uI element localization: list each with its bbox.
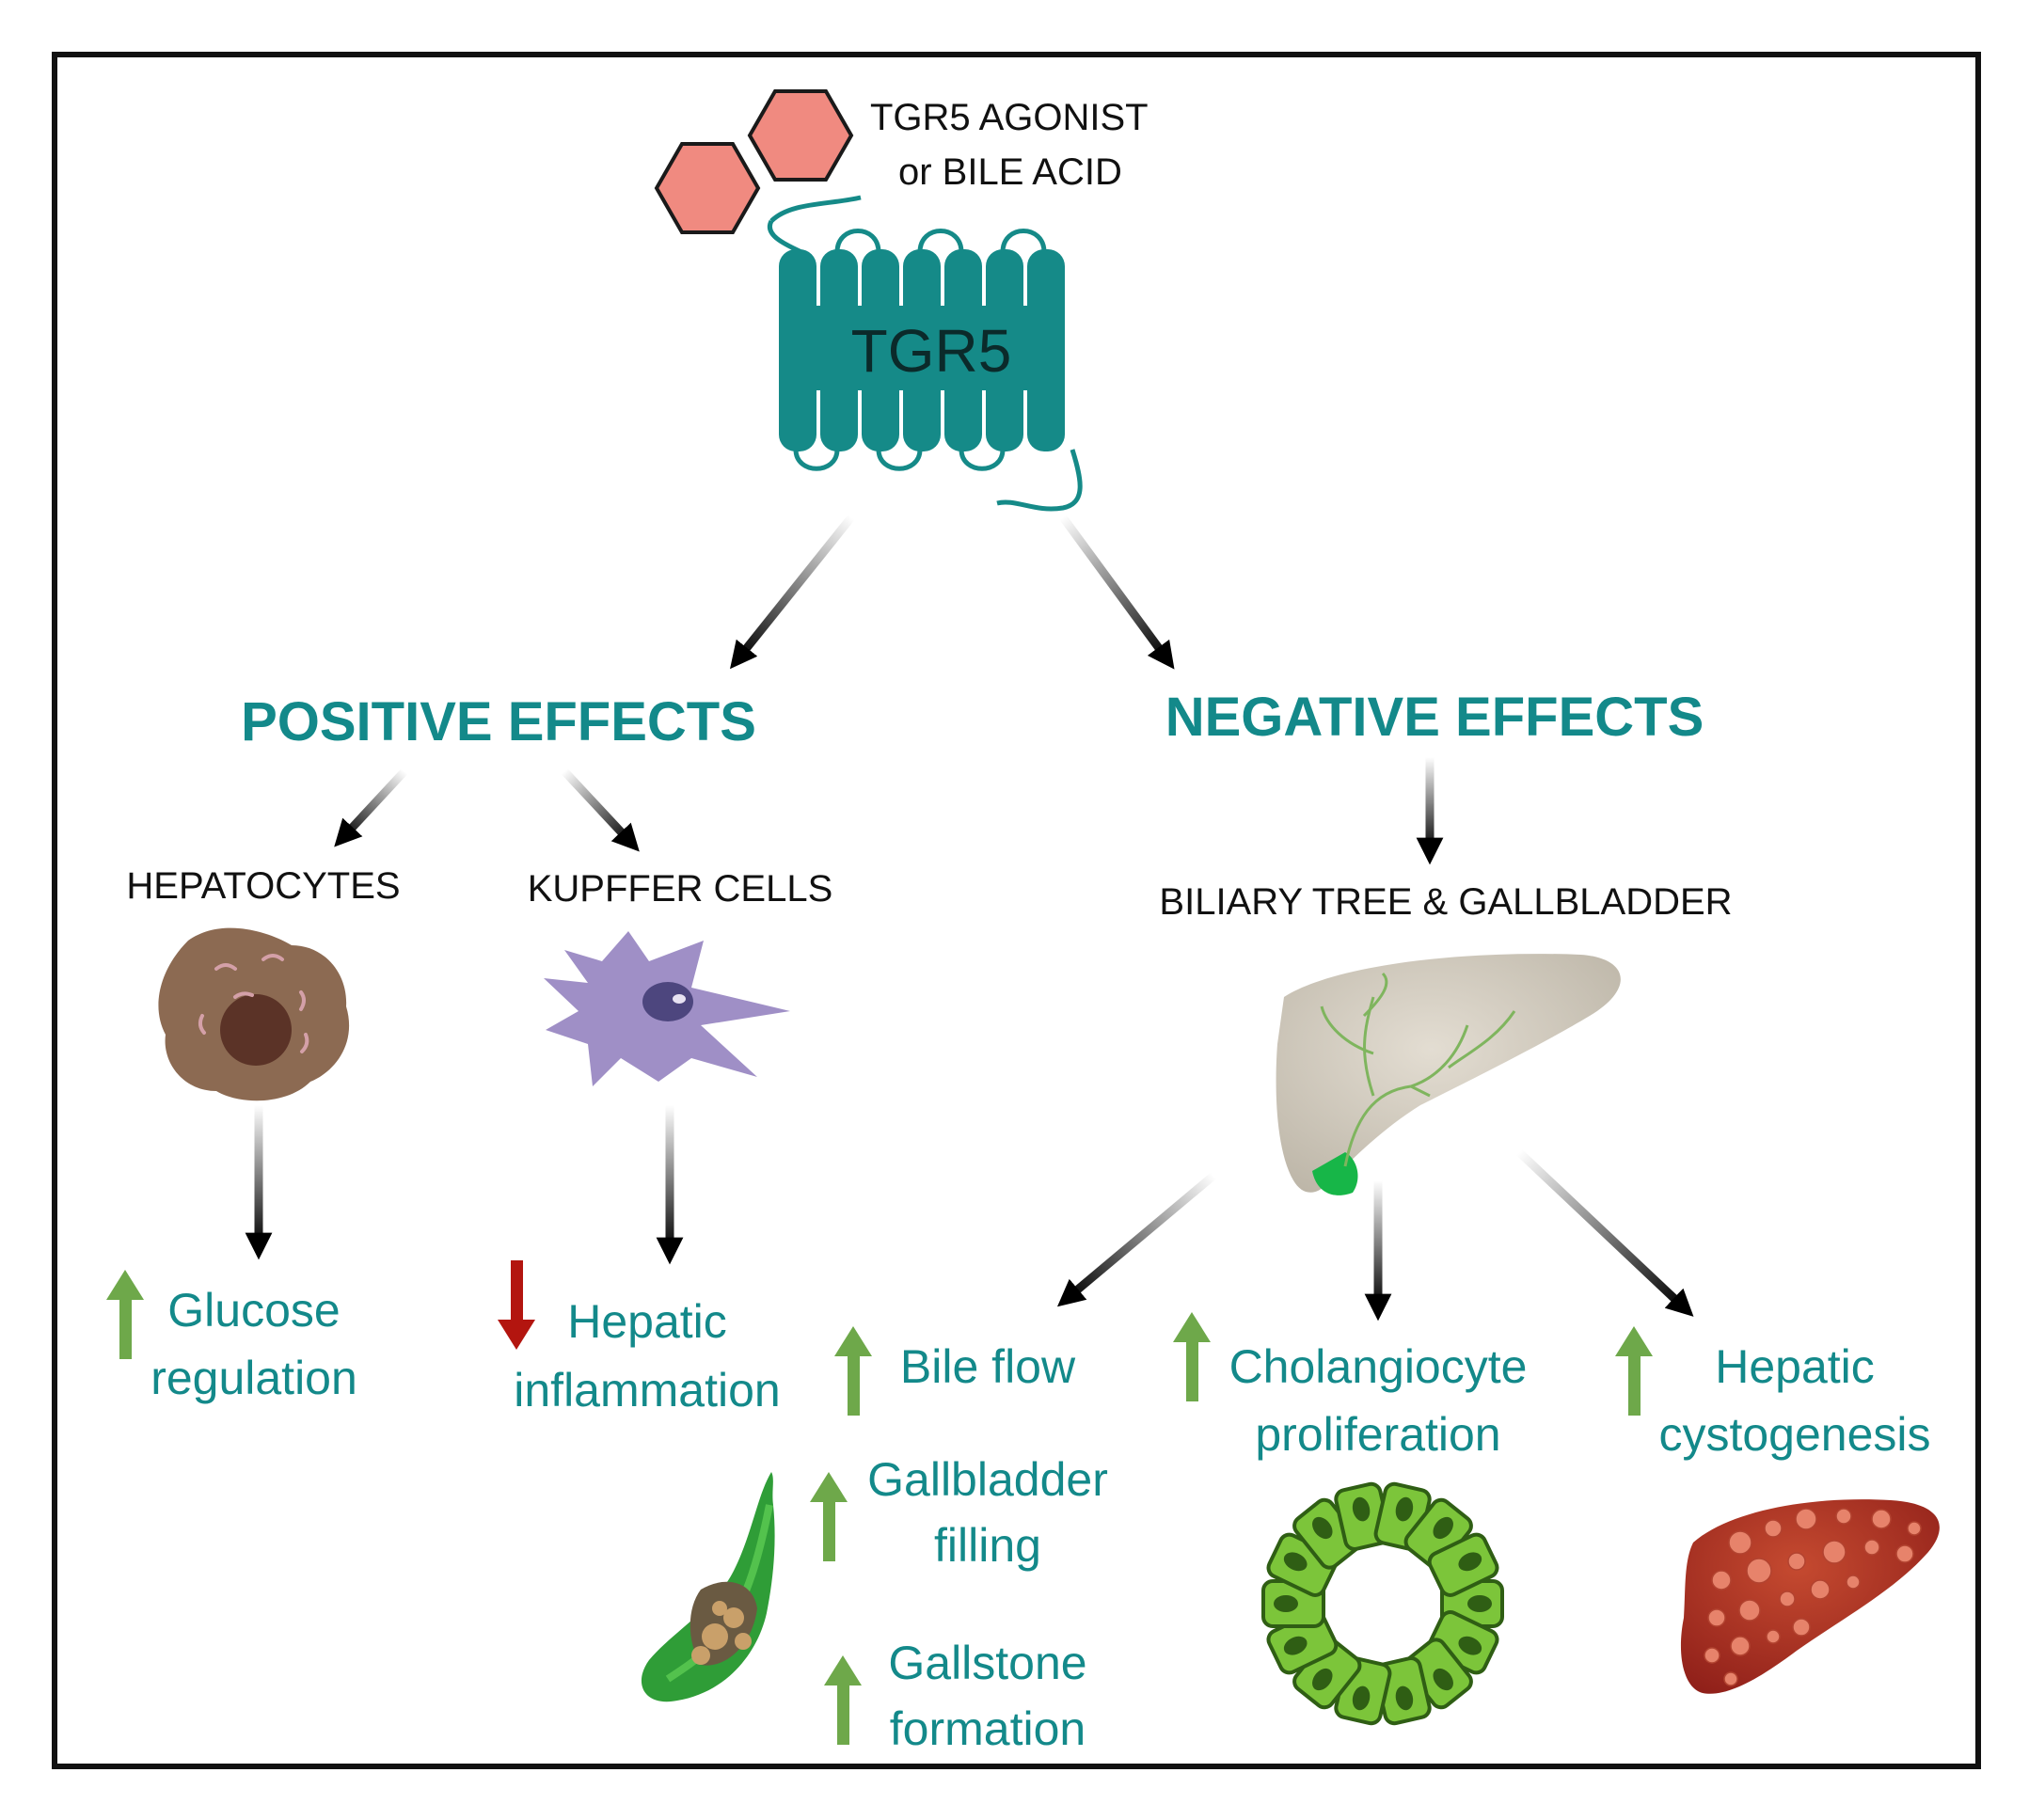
ligand-label-line2: or BILE ACID [898,151,1122,193]
arrow-to-positive [730,514,855,670]
cyst [1863,1539,1880,1556]
cholangiocyte-nucleus [1395,1685,1414,1711]
cyst [1711,1570,1732,1591]
cholangiocyte-nucleus [1274,1595,1298,1612]
cyst [1871,1509,1892,1529]
hepatocyte-cell-icon [158,927,350,1101]
cyst [1746,1558,1772,1584]
cystogenesis-label-line2: cystogenesis [1658,1408,1930,1461]
cyst [1810,1579,1831,1600]
cyst [1738,1599,1761,1622]
cholangiocyte-nucleus [1433,1668,1453,1691]
up-arrow-icon [1615,1326,1653,1416]
up-arrow-icon [834,1326,872,1416]
cyst [1779,1591,1796,1607]
cholangiocyte-nucleus [1458,1552,1482,1572]
cholangiocyte-nucleus [1433,1516,1453,1540]
arrow-to-cystogenesis [1515,1148,1694,1317]
cholangiocyte-label-line1: Cholangiocyte [1229,1340,1528,1393]
diagram-frame [52,52,1981,1769]
cholangiocyte-nucleus [1352,1496,1371,1522]
inflammation-label-line1: Hepatic [567,1295,727,1348]
positive-effects-heading: POSITIVE EFFECTS [241,691,756,752]
cholangiocyte-nucleus [1352,1685,1371,1711]
arrow-to-bile-flow [1056,1172,1216,1307]
kupffer-cell-icon [544,931,790,1086]
gallbladder-with-stones-icon [641,1472,775,1702]
cholangiocyte-nucleus [1283,1552,1308,1572]
cyst [1723,1671,1738,1686]
cyst [1787,1552,1806,1571]
arrow-to-hepatocytes [334,768,408,847]
up-arrow-icon [810,1472,848,1561]
gallstone-label-line2: formation [890,1702,1086,1755]
cholangiocyte-nucleus [1312,1516,1333,1540]
cholangiocyte-ring-icon [1261,1481,1504,1726]
cyst [1846,1575,1861,1590]
cyst [1730,1636,1751,1656]
cyst [1795,1508,1817,1530]
cyst [1835,1508,1852,1525]
cystogenesis-label-line1: Hepatic [1715,1340,1875,1393]
negative-effects-heading: NEGATIVE EFFECTS [1165,687,1704,748]
up-arrow-icon [106,1270,144,1359]
ligand-label-line1: TGR5 AGONIST [870,97,1149,138]
gallstone-label-line1: Gallstone [888,1637,1086,1689]
cyst [1907,1521,1922,1536]
bile-flow-label: Bile flow [900,1340,1076,1393]
cholangiocyte-nucleus [1312,1668,1333,1691]
glucose-label-line1: Glucose [167,1284,340,1337]
hepatocytes-label: HEPATOCYTES [126,865,400,907]
cholangiocyte-nucleus [1395,1496,1414,1522]
glucose-label-line2: regulation [151,1352,357,1404]
cyst [1728,1530,1752,1555]
cyst [1707,1608,1726,1627]
arrow-to-negative [1059,514,1175,670]
gb-filling-label-line1: Gallbladder [867,1453,1108,1506]
up-arrow-icon [824,1655,862,1745]
cyst [1764,1519,1783,1538]
cyst [1792,1618,1811,1637]
cholangiocyte-nucleus [1283,1636,1308,1655]
hexagon-pair-icon [654,89,854,234]
up-arrow-icon [1173,1312,1211,1401]
kupffer-label: KUPFFER CELLS [528,868,833,910]
inflammation-label-line2: inflammation [514,1364,780,1416]
biliary-label: BILIARY TREE & GALLBLADDER [1159,881,1732,923]
cyst [1766,1629,1781,1644]
cholangiocyte-nucleus [1458,1636,1482,1655]
gb-filling-label-line2: filling [934,1519,1041,1572]
down-arrow-icon [498,1260,535,1350]
seven-transmembrane-receptor-icon [767,195,1083,512]
cholangiocyte-label-line2: proliferation [1255,1408,1500,1461]
liver-biliary-tree-icon [1276,954,1621,1195]
cyst [1895,1544,1914,1563]
cyst [1704,1647,1720,1664]
cystic-liver-icon [1680,1499,1940,1694]
cyst [1822,1540,1847,1564]
receptor-label: TGR5 [851,317,1012,385]
cholangiocyte-nucleus [1467,1595,1492,1612]
arrow-to-kupffer [561,768,640,852]
